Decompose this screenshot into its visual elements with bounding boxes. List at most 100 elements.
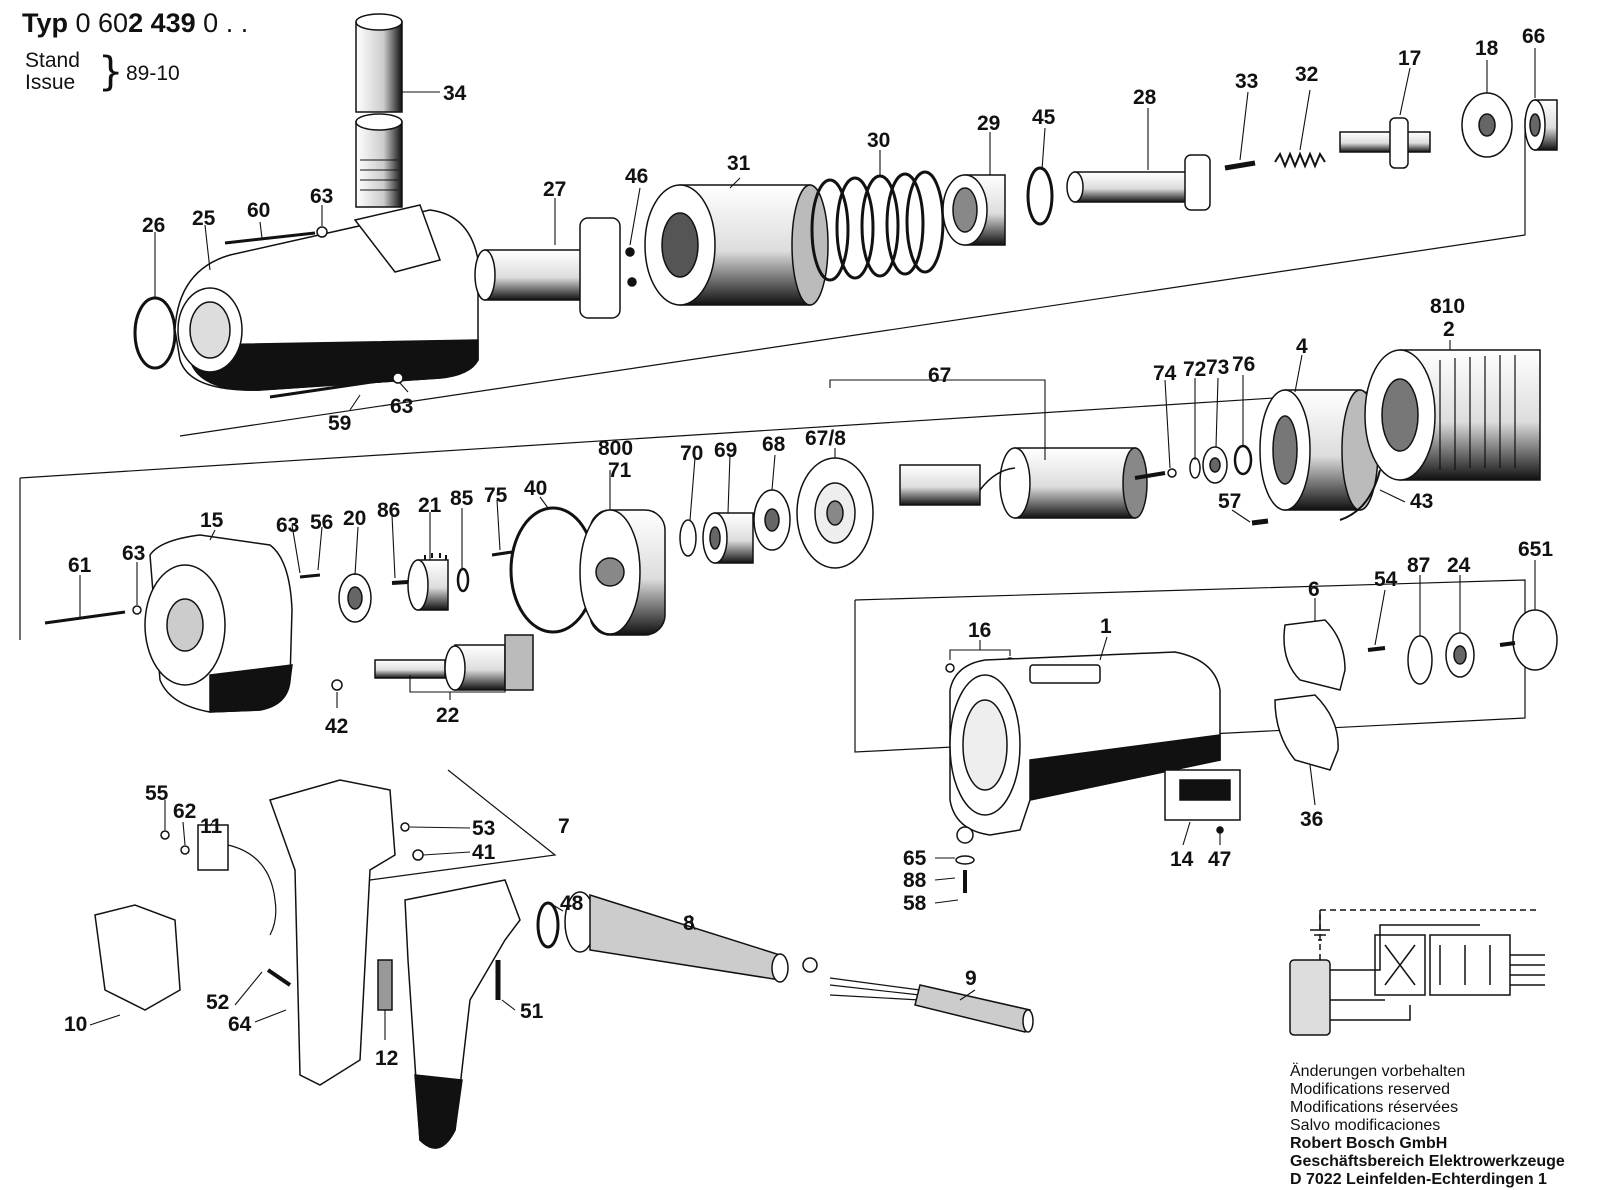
modifications-es: Salvo modificaciones [1290, 1117, 1441, 1134]
callout-20: 20 [343, 507, 366, 530]
callout-61: 61 [68, 554, 92, 577]
part-11-capacitor [197, 824, 229, 871]
callout-46: 46 [625, 165, 648, 188]
callout-43: 43 [1410, 490, 1433, 513]
callout-63-motor: 63 [122, 542, 145, 565]
part-9-cable [829, 977, 1034, 1033]
callout-59: 59 [328, 412, 351, 435]
callout-29: 29 [977, 112, 1000, 135]
part-16-rivet-a [945, 663, 955, 673]
callout-66: 66 [1522, 25, 1545, 48]
part-651-brush [1499, 609, 1558, 671]
part-22-armature-pinion [374, 634, 534, 691]
modifications-de: Änderungen vorbehalten [1290, 1063, 1466, 1080]
callout-56: 56 [310, 511, 333, 534]
callout-71: 71 [608, 459, 632, 482]
callout-32: 32 [1295, 63, 1318, 86]
callout-1: 1 [1100, 615, 1112, 638]
part-21-gear [407, 553, 449, 611]
part-12-cable-clamp [377, 959, 393, 1011]
callout-42: 42 [325, 715, 348, 738]
part-20-bearing [338, 573, 372, 623]
callout-57: 57 [1218, 490, 1241, 513]
part-4-baffle [1259, 389, 1379, 511]
typ-suffix: 0 . . [203, 8, 249, 38]
callout-41: 41 [472, 841, 496, 864]
callout-88: 88 [903, 869, 927, 892]
callout-25: 25 [192, 207, 216, 230]
part-74-washer [1167, 468, 1177, 478]
callout-21: 21 [418, 494, 442, 517]
callout-34: 34 [443, 82, 467, 105]
part-53-screw [400, 822, 410, 832]
part-63-washer-bottom [392, 372, 404, 384]
callout-27: 27 [543, 178, 566, 201]
motor-row [44, 349, 1541, 713]
callout-9: 9 [965, 967, 977, 990]
part-66-bearing [1524, 99, 1558, 151]
part-47-rivet [1216, 826, 1224, 834]
brace-symbol: } [98, 49, 124, 95]
part-88-washer [955, 855, 975, 865]
wiring-diagram [1289, 909, 1545, 1036]
callout-48: 48 [560, 892, 584, 915]
part-14-nameplate [1164, 769, 1241, 821]
issue-label: Issue [25, 71, 76, 94]
part-61-screw [44, 610, 126, 625]
part-15-end-shield [144, 534, 293, 713]
part-55-screw [160, 830, 170, 840]
callout-63-mid: 63 [276, 514, 299, 537]
callout-55: 55 [145, 782, 169, 805]
part-1-motor-housing [949, 651, 1221, 836]
part-87-plate [1407, 635, 1433, 685]
callout-87: 87 [1407, 554, 1430, 577]
company-address: D 7022 Leinfelden-Echterdingen 1 [1290, 1171, 1547, 1188]
callout-12: 12 [375, 1047, 398, 1070]
part-42-washer [331, 679, 343, 691]
callout-22: 22 [436, 704, 459, 727]
callout-8: 8 [683, 912, 695, 935]
callout-63-top: 63 [310, 185, 333, 208]
part-75-screw [491, 550, 513, 557]
callout-26: 26 [142, 214, 165, 237]
callout-2: 2 [1443, 318, 1455, 341]
callout-67-8: 67/8 [805, 427, 846, 450]
callout-70: 70 [680, 442, 703, 465]
callout-15: 15 [200, 509, 224, 532]
callout-86: 86 [377, 499, 400, 522]
part-33-pin [1224, 160, 1256, 171]
callout-62: 62 [173, 800, 196, 823]
callout-76: 76 [1232, 353, 1255, 376]
callout-58: 58 [903, 892, 927, 915]
frame-housing-assembly [854, 579, 1526, 753]
leader-lines [79, 48, 1536, 1040]
part-10-switch [94, 904, 181, 1011]
part-57-pin [1251, 518, 1269, 526]
part-18-plate [1461, 92, 1513, 158]
part-45-ring [1026, 166, 1054, 226]
callout-51: 51 [520, 1000, 544, 1023]
frame-gear-assembly [179, 118, 1526, 437]
callout-63-bottom: 63 [390, 395, 413, 418]
part-59-screw [269, 378, 386, 399]
callout-14: 14 [1170, 848, 1194, 871]
part-86-pin [391, 580, 409, 585]
callout-10: 10 [64, 1013, 87, 1036]
part-earth-symbol [802, 957, 818, 973]
callout-800: 800 [598, 437, 633, 460]
callout-labels: 34 26 25 60 63 27 46 31 30 29 45 28 33 3… [64, 25, 1553, 1070]
company-division: Geschäftsbereich Elektrowerkzeuge [1290, 1153, 1565, 1170]
frame-handle-group [369, 769, 557, 881]
part-60-screw [224, 231, 316, 245]
gear-head-row [133, 13, 1558, 399]
callout-36: 36 [1300, 808, 1323, 831]
callout-68: 68 [762, 433, 786, 456]
typ-bold: 2 439 [128, 8, 196, 38]
callout-64: 64 [228, 1013, 252, 1036]
type-number: Typ 0 602 439 0 . . [22, 8, 248, 39]
part-67-armature [899, 447, 1166, 519]
part-28-anvil [1066, 154, 1211, 211]
company-name: Robert Bosch GmbH [1290, 1135, 1448, 1152]
callout-16: 16 [968, 619, 991, 642]
